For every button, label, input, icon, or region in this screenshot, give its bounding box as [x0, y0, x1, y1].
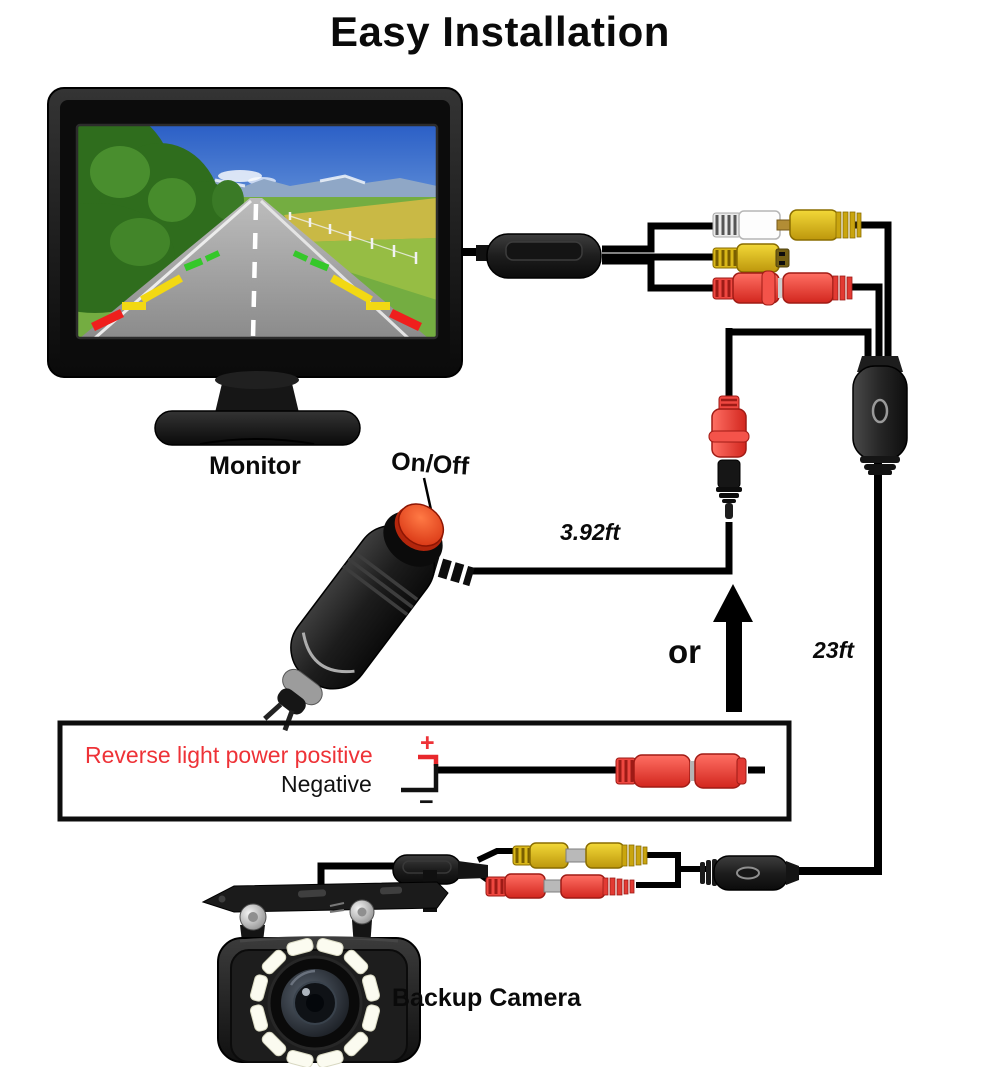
fence-posts [288, 212, 418, 264]
wire-negative-step [401, 764, 439, 793]
rca-yellow-female [712, 243, 790, 273]
wire-cross-link [729, 328, 872, 364]
rca-red-pair-bottom [485, 873, 635, 899]
monitor-screen [77, 125, 437, 338]
fuse-holder [852, 356, 908, 475]
rca-white-female [712, 210, 781, 240]
wiring-layer [317, 221, 892, 904]
page-title: Easy Installation [330, 8, 670, 55]
backup-camera-label: Backup Camera [392, 984, 581, 1012]
parking-guidelines [91, 250, 422, 332]
backup-camera [217, 936, 421, 1067]
minus-sign: − [419, 788, 434, 816]
negative-label: Negative [281, 771, 372, 797]
reverse-light-positive-label: Reverse light power positive [85, 742, 373, 768]
plus-sign: + [420, 729, 435, 757]
rca-red-female-vertical [708, 395, 750, 458]
contact-spring [301, 632, 355, 674]
fuse-slot [871, 398, 889, 424]
camera-adapter [392, 854, 488, 885]
wire-red-bottom-tail [636, 871, 681, 888]
power-button [397, 503, 445, 547]
wire-dc-to-lighter [468, 522, 733, 575]
power-cable-length-label: 3.92ft [560, 519, 621, 545]
or-label: or [668, 633, 701, 670]
wire-main-23ft [792, 462, 882, 875]
road-edge-right [259, 199, 410, 338]
led-ring [249, 937, 381, 1067]
rca-red-pair-top [712, 270, 853, 306]
dc-power-plug [716, 459, 742, 519]
rca-yellow-pair-bottom [512, 842, 648, 869]
wheat-field [284, 198, 437, 242]
monitor-label: Monitor [209, 452, 301, 480]
wire-red-to-fuse [850, 283, 883, 364]
monitor [47, 87, 463, 446]
video-cable-length-label: 23ft [813, 637, 854, 663]
wire-yellow-bottom-tail [645, 852, 706, 872]
or-arrow [713, 584, 753, 712]
road-center-line [250, 203, 259, 338]
cord-strain-relief [425, 554, 475, 587]
rca-yellow-male [776, 209, 862, 241]
fuse-slot-bottom [736, 866, 760, 880]
camera-bracket [201, 870, 449, 950]
camera-lens [267, 955, 363, 1051]
wire-branch-red [602, 257, 722, 292]
reverse-light-box [57, 720, 792, 822]
fuse-holder-bottom [700, 855, 799, 891]
wire-yellow-to-fuse [855, 221, 892, 364]
monitor-adapter [476, 233, 602, 279]
wire-cam-branch-yellow [476, 848, 516, 863]
rca-red-pair-box [615, 753, 747, 789]
trees-left [77, 125, 244, 313]
monitor-stand [154, 371, 361, 446]
wire-branch-white [602, 222, 720, 253]
cigarette-lighter-plug [263, 503, 475, 732]
wire-positive-step [418, 754, 439, 766]
